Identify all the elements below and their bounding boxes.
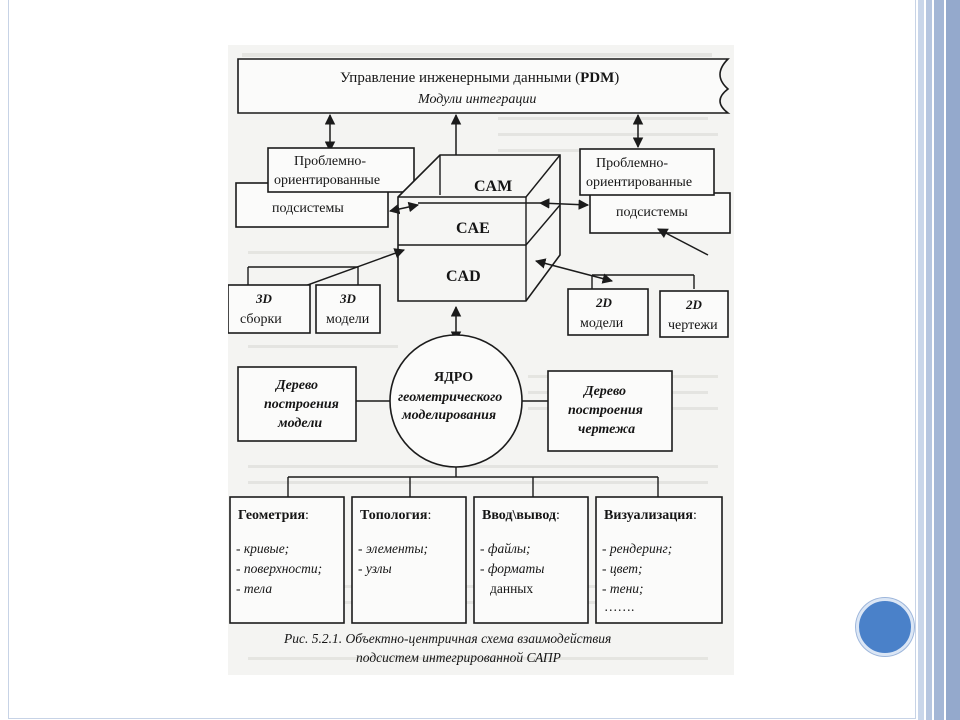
- models-3d-box: [315, 284, 381, 334]
- visualization-item3: - тени;: [602, 581, 644, 596]
- geometry-title: Геометрия:: [238, 508, 309, 523]
- kernel-line3: моделирования: [401, 408, 496, 423]
- visualization-item1: - рендеринг;: [602, 541, 672, 556]
- cae-label: CAE: [456, 220, 490, 237]
- drawings-2d-box: [659, 290, 729, 338]
- drawing-tree-line3: чертежа: [578, 422, 635, 437]
- geometry-item3: - тела: [236, 581, 272, 596]
- models-2d-dim: 2D: [595, 295, 613, 310]
- kernel-line2: геометрического: [398, 390, 502, 405]
- right-subsystems-line3: подсистемы: [616, 205, 688, 220]
- topology-item2: - узлы: [358, 561, 392, 576]
- visualization-title: Визуализация:: [604, 508, 697, 523]
- left-subsystems-box: Проблемно- ориентированные подсистемы: [235, 147, 415, 228]
- io-item2: - форматы: [480, 561, 544, 576]
- kernel-line1: ЯДРО: [434, 370, 473, 385]
- pdm-banner: Управление инженерными данными (PDM) Мод…: [237, 58, 731, 114]
- kernel-branch-lines: [287, 467, 659, 497]
- cad-label: CAD: [446, 268, 481, 285]
- kernel-circle: ЯДРО геометрического моделирования: [389, 334, 523, 468]
- right-2d-group: 2D модели 2D чертежи: [567, 274, 729, 338]
- left-subsystems-line3: подсистемы: [272, 201, 344, 216]
- topology-title: Топология:: [360, 508, 431, 523]
- slide-accent-circle: [856, 598, 914, 656]
- left-3d-group: 3D сборки 3D модели: [228, 266, 381, 334]
- pdm-title: Управление инженерными данными (PDM): [340, 70, 619, 86]
- models-3d-label: модели: [326, 312, 370, 327]
- arrow-stack-right-subsystems: [538, 198, 590, 210]
- geometry-box: Геометрия: - кривые; - поверхности; - те…: [229, 496, 345, 624]
- cad-cae-cam-stack: CAM CAE CAD: [397, 154, 561, 302]
- topology-box: Топология: - элементы; - узлы: [351, 496, 467, 624]
- drawing-tree-box: Дерево построения чертежа: [547, 370, 673, 452]
- visualization-item2: - цвет;: [602, 561, 643, 576]
- io-box: Ввод\вывод: - файлы; - форматы данных: [473, 496, 589, 624]
- scanned-diagram: Управление инженерными данными (PDM) Мод…: [228, 45, 734, 675]
- assemblies-3d-dim: 3D: [255, 291, 273, 306]
- io-item1: - файлы;: [480, 541, 530, 556]
- arrow-right-subsystems-2d: [657, 228, 709, 256]
- slide-border-strip: [946, 0, 960, 720]
- assemblies-3d-label: сборки: [240, 312, 282, 327]
- geometry-item1: - кривые;: [236, 541, 289, 556]
- cam-label: CAM: [474, 178, 512, 195]
- slide-border-strip: [926, 0, 932, 720]
- io-item3: данных: [490, 581, 533, 596]
- diagram-canvas: Управление инженерными данными (PDM) Мод…: [228, 53, 731, 665]
- models-2d-box: [567, 288, 649, 336]
- left-subsystems-line1: Проблемно-: [294, 154, 366, 169]
- models-3d-dim: 3D: [339, 291, 357, 306]
- model-tree-line2: построения: [264, 397, 339, 412]
- io-title: Ввод\вывод:: [482, 508, 560, 523]
- right-subsystems-line2: ориентированные: [586, 175, 692, 190]
- models-2d-label: модели: [580, 316, 624, 331]
- drawings-2d-label: чертежи: [668, 318, 718, 333]
- right-subsystems-box: Проблемно- ориентированные подсистемы: [579, 148, 731, 234]
- drawing-tree-line1: Дерево: [582, 384, 626, 399]
- model-tree-line1: Дерево: [274, 378, 318, 393]
- right-subsystems-line1: Проблемно-: [596, 156, 668, 171]
- slide-frame: [8, 0, 916, 719]
- visualization-box: Визуализация: - рендеринг; - цвет; - тен…: [595, 496, 723, 624]
- drawings-2d-dim: 2D: [685, 297, 703, 312]
- arrow-stack-left-subsystems: [388, 201, 420, 215]
- pdm-subtitle: Модули интеграции: [417, 92, 536, 107]
- model-tree-box: Дерево построения модели: [237, 366, 357, 442]
- geometry-item2: - поверхности;: [236, 561, 322, 576]
- assemblies-3d-box: [228, 284, 311, 334]
- figure-caption-line2: подсистем интегрированной САПР: [356, 650, 561, 665]
- figure-caption-line1: Рис. 5.2.1. Объектно-центричная схема вз…: [283, 631, 611, 646]
- visualization-item4: …….: [604, 599, 634, 614]
- topology-item1: - элементы;: [358, 541, 428, 556]
- arrow-stack-right-2d: [534, 258, 614, 284]
- model-tree-line3: модели: [277, 416, 322, 431]
- slide-border-strip: [934, 0, 944, 720]
- drawing-tree-line2: построения: [568, 403, 643, 418]
- slide-border-strip: [918, 0, 924, 720]
- left-subsystems-line2: ориентированные: [274, 173, 380, 188]
